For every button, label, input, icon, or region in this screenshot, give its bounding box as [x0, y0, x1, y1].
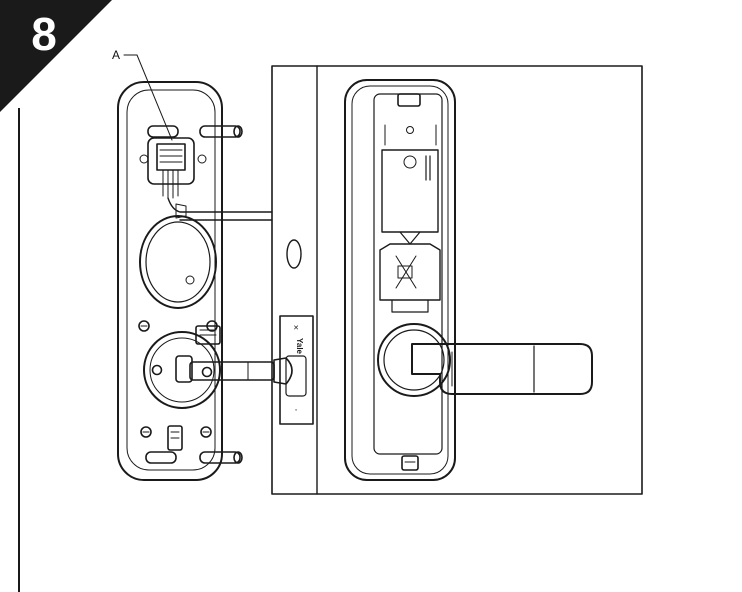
circuit-area — [379, 243, 441, 313]
spindle-ring — [139, 215, 217, 309]
back-mounting-plate — [117, 81, 293, 481]
strike-plate-marking-top: ✕ — [293, 325, 299, 332]
front-lock-body — [344, 79, 593, 481]
step-badge-shape — [0, 0, 112, 112]
latch-bolt — [189, 357, 293, 385]
lower-connector — [167, 425, 183, 451]
step-badge: 8 — [0, 0, 120, 120]
page-left-rule — [18, 108, 20, 592]
plate-screw-lower-right — [200, 426, 212, 438]
door-bore-hole — [286, 239, 302, 269]
strike-plate-brand: Yale — [295, 338, 304, 355]
mounting-post-top — [147, 125, 243, 138]
latch-hub — [143, 325, 221, 409]
step-number: 8 — [31, 8, 57, 60]
door-panel — [271, 65, 643, 495]
strike-plate: ✕ ◦ Yale — [279, 315, 314, 425]
callout-leader-a — [123, 54, 173, 141]
lever-handle — [411, 343, 593, 395]
strike-plate-marking-bottom: ◦ — [295, 407, 297, 414]
top-clip — [384, 93, 437, 146]
callout-label-a: A — [112, 48, 121, 62]
plate-screw-left — [138, 320, 150, 332]
mounting-post-bottom — [145, 451, 243, 464]
lever-rose — [377, 323, 451, 397]
plate-screw-lower-left — [140, 426, 152, 438]
battery-compartment — [381, 149, 439, 245]
bottom-clip — [401, 455, 419, 471]
cable-connector-a — [139, 137, 207, 199]
